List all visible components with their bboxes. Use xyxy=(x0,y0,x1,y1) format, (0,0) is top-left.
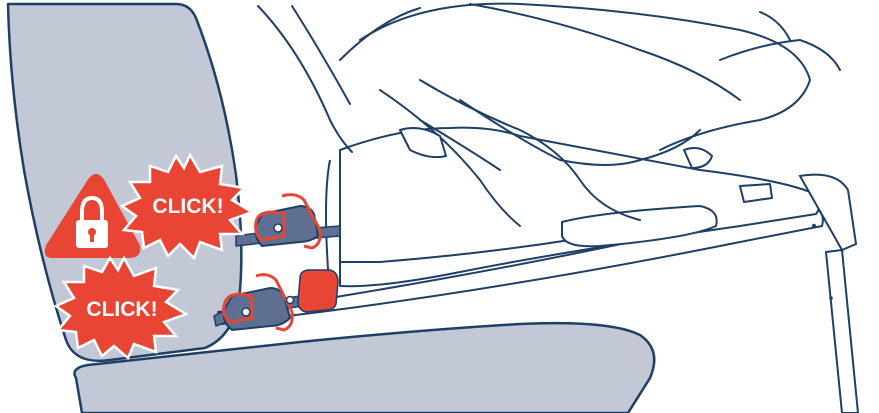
click-label-lower: CLICK! xyxy=(86,298,157,321)
isofix-connector-upper xyxy=(236,195,340,248)
installation-indicator xyxy=(298,270,338,312)
click-label-upper: CLICK! xyxy=(152,195,223,218)
